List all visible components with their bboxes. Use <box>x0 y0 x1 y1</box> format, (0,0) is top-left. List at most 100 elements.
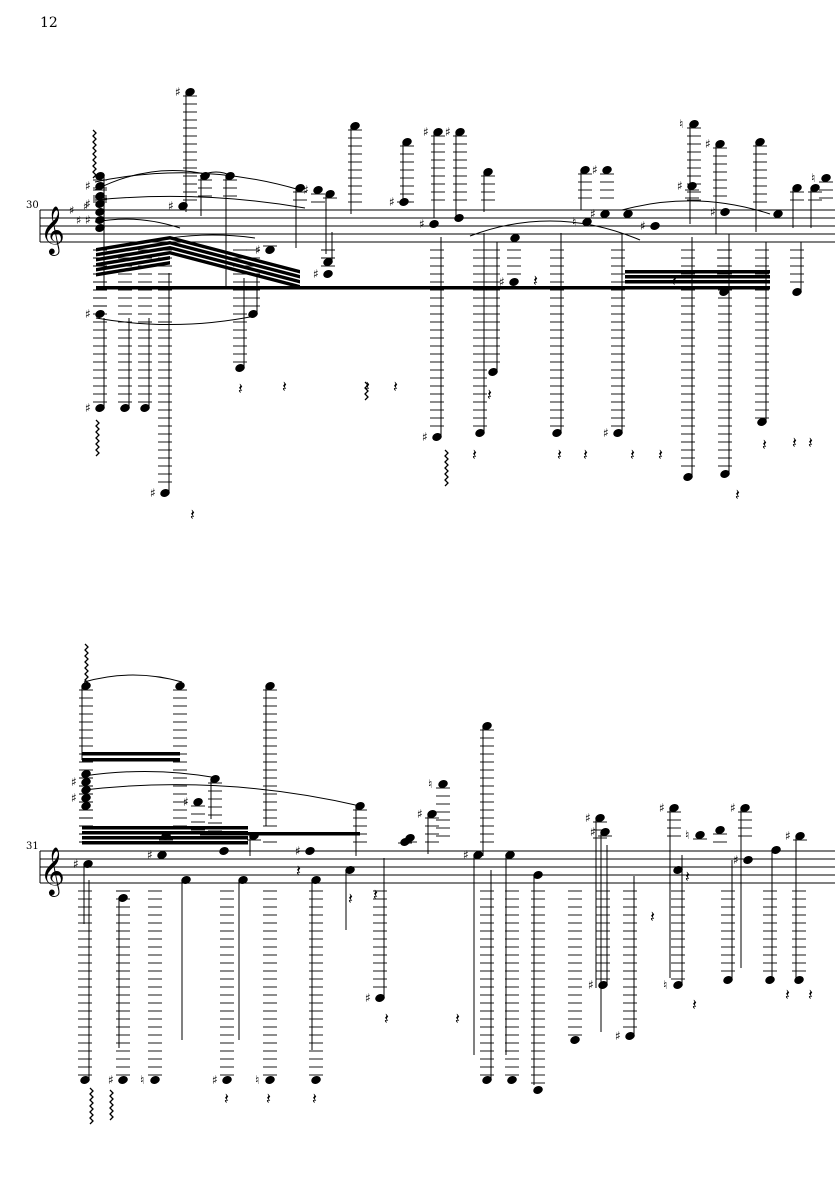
sharp-sign: ♯ <box>423 125 429 139</box>
beam <box>625 280 770 284</box>
quarter-rest: 𝄽 <box>672 271 677 290</box>
beam <box>170 241 300 279</box>
notehead <box>222 1076 232 1084</box>
arpeggio-mark <box>444 449 449 487</box>
notehead <box>438 780 448 788</box>
sharp-sign: ♯ <box>365 991 371 1005</box>
notehead <box>81 770 91 778</box>
slur <box>94 169 211 191</box>
natural-sign: ♮ <box>572 215 576 229</box>
key-sharp-g: ♯ <box>83 200 88 213</box>
sharp-sign: ♯ <box>677 179 683 193</box>
sharp-sign: ♯ <box>85 197 91 211</box>
sharp-sign: ♯ <box>85 179 91 193</box>
natural-sign: ♮ <box>811 171 815 185</box>
slur <box>621 200 771 215</box>
sharp-sign: ♯ <box>588 978 594 992</box>
system-1: 𝄞♯♯♯♯♯♯♯♯♯♯♯♯♯♮♯♯♯♮♯♯♯♮♯♯♯♯♯♯♯♯𝄽𝄽𝄽𝄽𝄽𝄽𝄽𝄽𝄽… <box>39 85 835 524</box>
sharp-sign: ♯ <box>212 1073 218 1087</box>
notehead <box>507 1076 517 1084</box>
sharp-sign: ♯ <box>303 183 309 197</box>
notehead <box>509 278 519 286</box>
quarter-rest: 𝄽 <box>692 995 697 1014</box>
quarter-rest: 𝄽 <box>808 433 813 452</box>
quarter-rest: 𝄽 <box>348 889 353 908</box>
slur <box>169 234 256 239</box>
notehead <box>821 174 831 182</box>
sharp-sign: ♯ <box>730 801 736 815</box>
sharp-sign: ♯ <box>705 137 711 151</box>
notehead <box>405 834 415 842</box>
quarter-rest: 𝄽 <box>238 379 243 398</box>
arpeggio-mark <box>92 129 97 179</box>
notehead <box>794 976 804 984</box>
quarter-rest: 𝄽 <box>808 985 813 1004</box>
quarter-rest: 𝄽 <box>785 985 790 1004</box>
notehead <box>687 182 697 190</box>
beam <box>96 261 170 277</box>
sharp-sign: ♯ <box>585 811 591 825</box>
slur <box>83 770 219 779</box>
sharp-sign: ♯ <box>710 205 716 219</box>
sharp-sign: ♯ <box>85 307 91 321</box>
notehead <box>715 826 725 834</box>
notehead <box>719 288 729 296</box>
beam <box>96 251 170 267</box>
natural-sign: ♮ <box>140 1073 144 1087</box>
sharp-sign: ♯ <box>417 807 423 821</box>
sharp-sign: ♯ <box>85 401 91 415</box>
quarter-rest: 𝄽 <box>373 885 378 904</box>
notehead <box>600 210 610 218</box>
beam <box>170 236 300 274</box>
system-2: 𝄞♯♯♯♯♯♯♯♮♯♯♯♯♮♯♯♯♯♮♯♮♯♯♯♮𝄽𝄽𝄽𝄽𝄽𝄽𝄽𝄽𝄽𝄽𝄽𝄽𝄽 <box>39 643 835 1125</box>
sharp-sign: ♯ <box>615 1029 621 1043</box>
arpeggio-mark <box>95 419 100 457</box>
beam <box>82 841 248 845</box>
beam <box>96 256 170 272</box>
quarter-rest: 𝄽 <box>735 485 740 504</box>
key-sharp-f: ♯ <box>69 204 74 217</box>
beam <box>96 286 625 290</box>
sharp-sign: ♯ <box>389 195 395 209</box>
notehead <box>399 198 409 206</box>
page-number: 12 <box>40 15 58 31</box>
slur <box>94 172 301 191</box>
sharp-sign: ♯ <box>733 853 739 867</box>
sharp-sign: ♯ <box>313 267 319 281</box>
slur <box>83 674 183 683</box>
sharp-sign: ♯ <box>183 795 189 809</box>
sharp-sign: ♯ <box>463 848 469 862</box>
sharp-sign: ♯ <box>640 219 646 233</box>
sharp-sign: ♯ <box>168 199 174 213</box>
arpeggio-mark <box>89 1087 94 1125</box>
quarter-rest: 𝄽 <box>312 1089 317 1108</box>
quarter-rest: 𝄽 <box>792 433 797 452</box>
notehead <box>157 851 167 859</box>
notehead <box>429 220 439 228</box>
notehead <box>81 794 91 802</box>
quarter-rest: 𝄽 <box>487 385 492 404</box>
notehead <box>454 214 464 222</box>
natural-sign: ♮ <box>679 117 683 131</box>
sharp-sign: ♯ <box>499 275 505 289</box>
notehead <box>570 1036 580 1044</box>
slur <box>469 220 641 241</box>
sharp-sign: ♯ <box>422 430 428 444</box>
quarter-rest: 𝄽 <box>658 445 663 464</box>
sharp-sign: ♯ <box>150 486 156 500</box>
sharp-sign: ♯ <box>659 801 665 815</box>
notehead <box>765 976 775 984</box>
quarter-rest: 𝄽 <box>282 377 287 396</box>
notehead <box>305 847 315 855</box>
natural-sign: ♮ <box>255 1073 259 1087</box>
beam <box>82 758 180 762</box>
beam <box>82 752 180 756</box>
sharp-sign: ♯ <box>71 791 77 805</box>
notehead <box>161 832 171 840</box>
quarter-rest: 𝄽 <box>384 1009 389 1028</box>
notehead <box>773 210 783 218</box>
notehead <box>313 186 323 194</box>
quarter-rest: 𝄽 <box>365 377 370 396</box>
